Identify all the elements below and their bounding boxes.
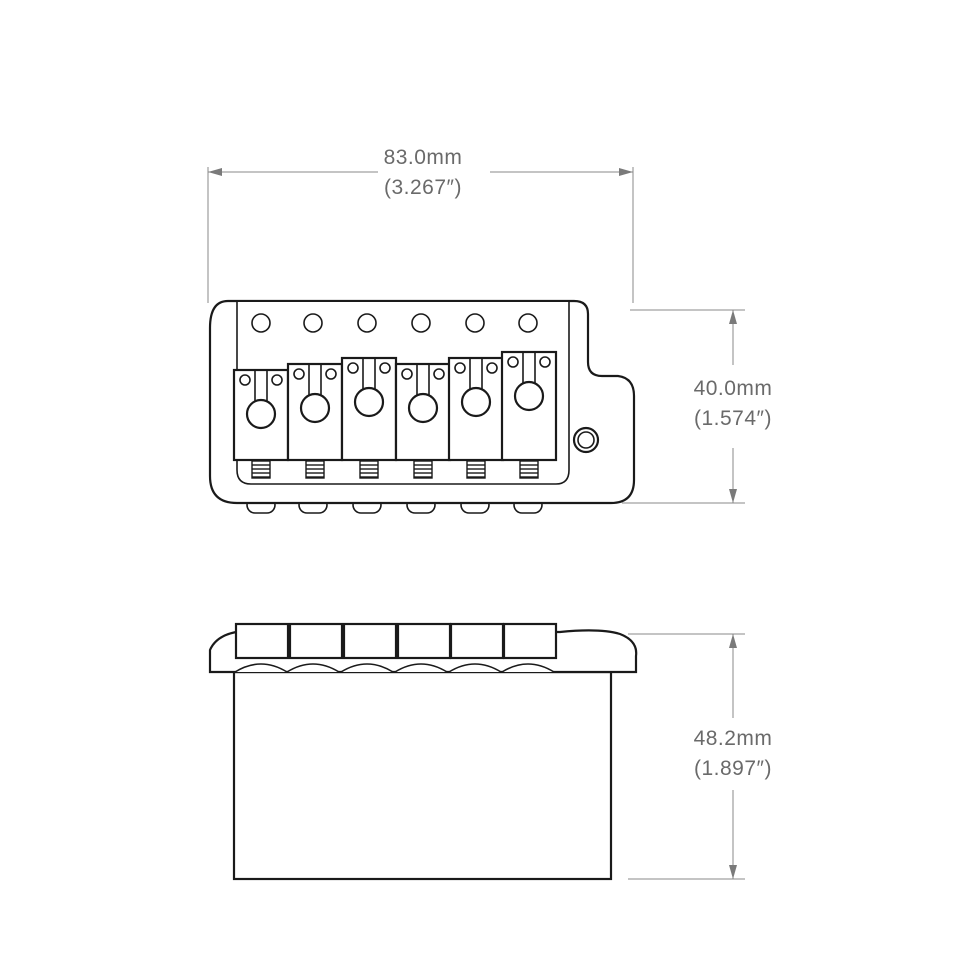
height-screw: [507, 356, 519, 368]
saddle-profile: [234, 622, 290, 660]
saddle-profile: [342, 622, 398, 660]
height-screw: [401, 368, 413, 380]
saddle-profile: [449, 622, 505, 660]
string-hole: [518, 313, 538, 333]
width-imperial-label: (3.267″): [384, 176, 462, 199]
tremolo-block: [232, 670, 613, 881]
saddle-string-hole: [513, 380, 545, 412]
height-screw: [539, 356, 551, 368]
length-dimension: 40.0mm (1.574″): [622, 309, 773, 504]
height-screw: [379, 362, 391, 374]
saddle-profile: [288, 622, 344, 660]
string-hole: [411, 313, 431, 333]
string-holes: [251, 313, 538, 333]
saddle-string-hole: [299, 392, 331, 424]
top-view: [208, 299, 636, 514]
saddle: [286, 362, 344, 479]
scallop: [340, 663, 394, 673]
saddle-string-hole: [353, 386, 385, 418]
length-metric-label: 40.0mm: [694, 377, 773, 400]
saddle-string-hole: [407, 392, 439, 424]
string-hole: [357, 313, 377, 333]
scallop: [501, 663, 555, 673]
height-screw: [347, 362, 359, 374]
height-screw: [325, 368, 337, 380]
width-metric-label: 83.0mm: [384, 146, 463, 169]
scallop: [394, 663, 448, 673]
saddle: [394, 362, 452, 479]
string-hole: [303, 313, 323, 333]
saddle-profile: [502, 622, 558, 660]
saddle: [447, 356, 505, 479]
saddle: [340, 356, 398, 479]
saddle-string-hole: [245, 398, 277, 430]
saddle-profile: [396, 622, 452, 660]
saddle: [500, 350, 558, 479]
height-metric-label: 48.2mm: [694, 727, 773, 750]
height-screw: [433, 368, 445, 380]
saddle-string-hole: [460, 386, 492, 418]
width-dimension: 83.0mm (3.267″): [207, 146, 634, 303]
height-imperial-label: (1.897″): [694, 757, 772, 780]
height-screw: [293, 368, 305, 380]
plate-scallops: [234, 663, 555, 673]
saddles: [232, 350, 558, 479]
scallop: [448, 663, 502, 673]
string-hole: [465, 313, 485, 333]
scallop: [234, 663, 288, 673]
height-screw: [454, 362, 466, 374]
height-dimension: 48.2mm (1.897″): [628, 633, 773, 880]
saddle: [232, 368, 290, 479]
string-hole: [251, 313, 271, 333]
side-view: [208, 622, 638, 881]
saddle-profiles: [234, 622, 558, 660]
scallop: [286, 663, 340, 673]
height-screw: [271, 374, 283, 386]
height-screw: [486, 362, 498, 374]
height-screw: [239, 374, 251, 386]
length-imperial-label: (1.574″): [694, 407, 772, 430]
